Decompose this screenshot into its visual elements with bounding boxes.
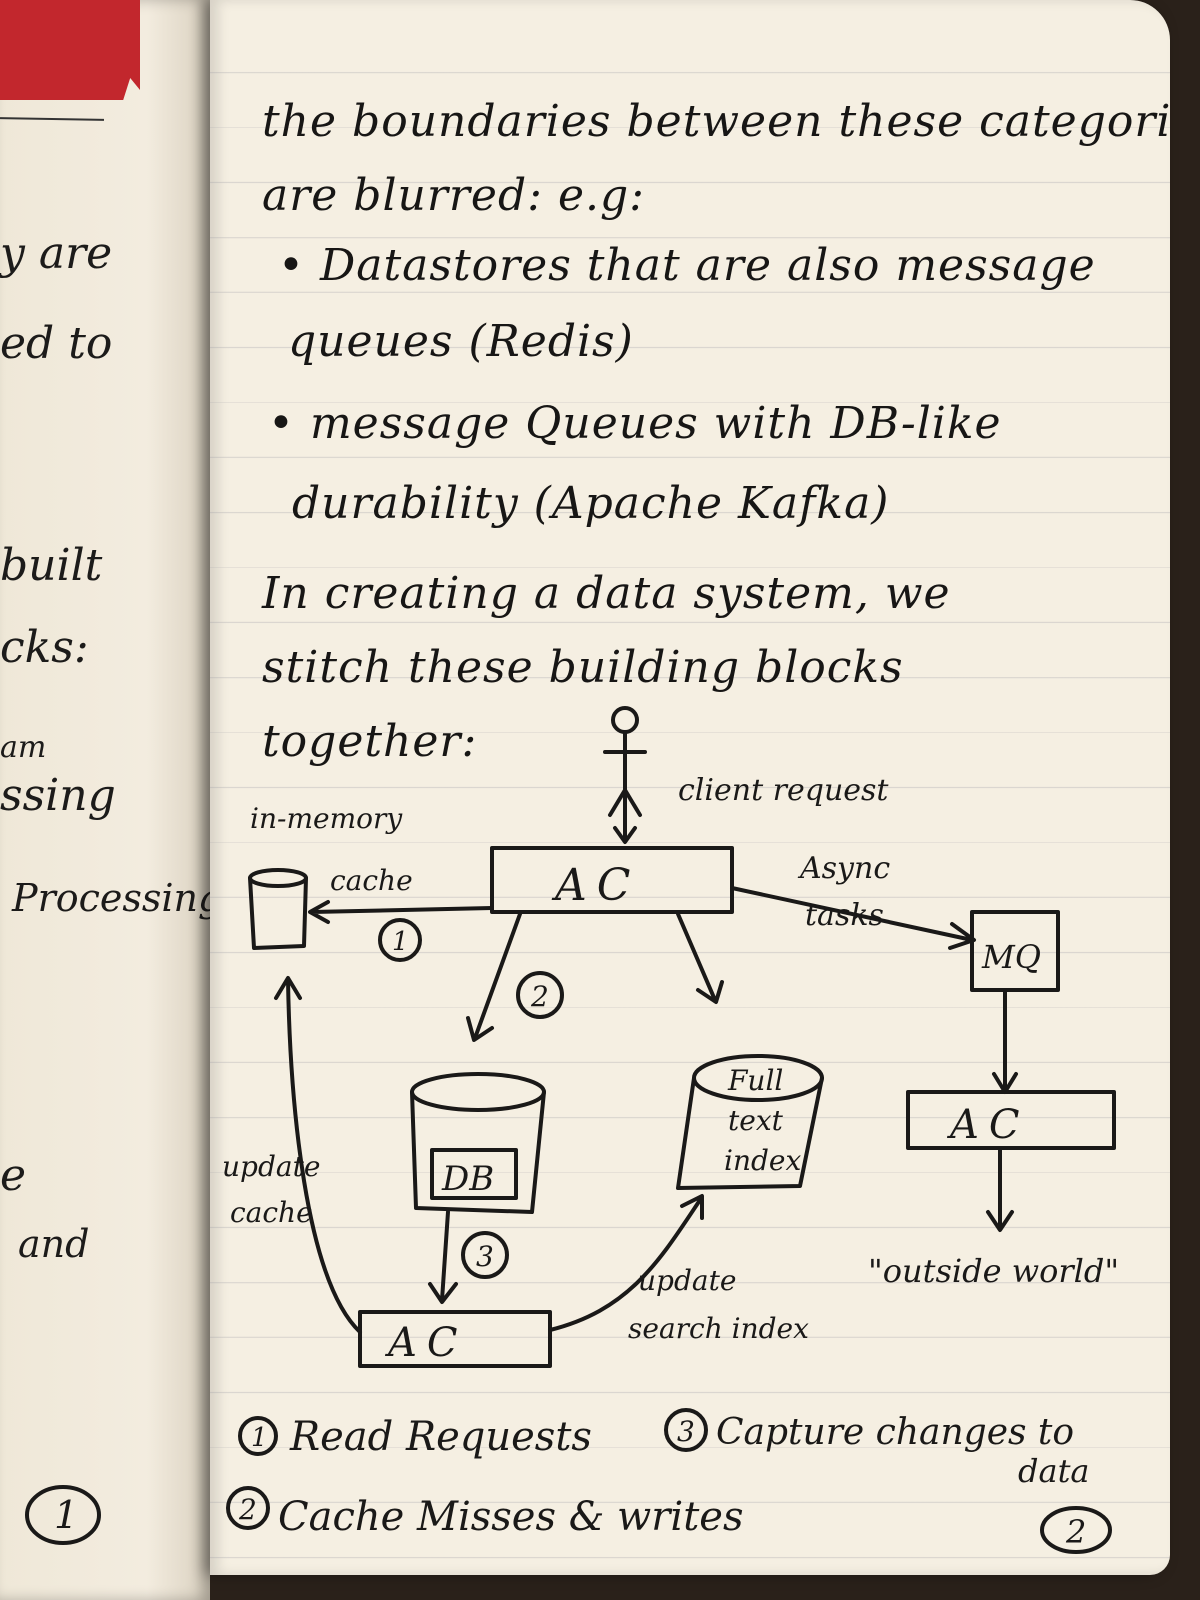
left-page-number: 1	[54, 1493, 78, 1537]
cache-miss-arrow	[466, 912, 522, 1042]
step-1-marker	[378, 918, 422, 962]
svg-text:2: 2	[530, 980, 549, 1013]
left-fragment: cks:	[0, 622, 89, 673]
capture-changes-arrow	[428, 1210, 458, 1304]
client-request-arrow	[613, 788, 637, 844]
update-cache-arrow	[274, 976, 362, 1334]
full-text-index-icon	[676, 1054, 824, 1190]
legend-1-marker	[238, 1416, 278, 1456]
ac-right-label: AC	[946, 1102, 1030, 1148]
step-3-marker	[461, 1231, 509, 1279]
intro-line: durability (Apache Kafka)	[292, 478, 890, 529]
ac-bottom-label: AC	[384, 1320, 468, 1366]
async-label-1: Async	[797, 851, 890, 886]
mq-label: MQ	[981, 938, 1041, 976]
left-page-rule	[0, 117, 105, 121]
legend-item-3a: Capture changes to	[716, 1412, 1074, 1453]
right-notebook-page: the boundaries between these categories …	[210, 0, 1170, 1575]
async-label-2: tasks	[805, 898, 884, 933]
page-number-circle	[1040, 1506, 1112, 1554]
intro-line: stitch these building blocks	[262, 642, 904, 693]
left-fragment: y are	[0, 228, 113, 279]
left-fragment: Processing	[12, 876, 210, 920]
legend-item-3b: data	[1018, 1452, 1090, 1490]
left-fragment: built	[0, 540, 103, 591]
ac-bottom-box	[358, 1310, 552, 1368]
db-label: DB	[441, 1159, 494, 1199]
svg-text:3: 3	[677, 1415, 695, 1448]
svg-text:1: 1	[392, 927, 409, 957]
ac-top-label: AC	[551, 860, 640, 911]
cache-cylinder-icon	[248, 868, 308, 950]
intro-line: together:	[262, 716, 478, 767]
left-fragment: e	[0, 1150, 27, 1201]
svg-text:3: 3	[476, 1240, 494, 1273]
client-request-label: client request	[678, 773, 889, 808]
left-fragment: am	[0, 730, 47, 765]
db-cylinder-icon	[410, 1072, 546, 1214]
step-2-marker	[516, 971, 564, 1019]
update-cache-label-1: update	[222, 1150, 320, 1183]
mq-box	[970, 910, 1060, 992]
legend-item-1: Read Requests	[289, 1414, 592, 1460]
left-fragment: ssing	[0, 770, 116, 821]
intro-line: are blurred: e.g:	[262, 170, 645, 221]
left-notebook-page: y are ed to built cks: am ssing Processi…	[0, 0, 210, 1600]
cache-label-2: cache	[330, 864, 413, 897]
svg-text:1: 1	[251, 1423, 268, 1453]
intro-line: In creating a data system, we	[262, 568, 951, 619]
left-page-number-circle: 1	[25, 1485, 101, 1545]
intro-line: queues (Redis)	[288, 316, 634, 367]
outside-world-label: "outside world"	[868, 1252, 1119, 1290]
left-fragment: ed to	[0, 318, 113, 369]
update-index-arrow	[548, 1194, 704, 1332]
mq-to-ac-arrow	[992, 990, 1018, 1094]
legend-3-marker	[664, 1408, 708, 1452]
index-arrow	[676, 912, 724, 1004]
cache-label-1: in-memory	[250, 802, 403, 835]
intro-line: • Datastores that are also message	[278, 240, 1096, 291]
architecture-diagram: client request in-memory cache AC 1 2	[222, 706, 1119, 1554]
update-index-label-2: search index	[628, 1312, 809, 1345]
update-index-label-1: update	[638, 1264, 736, 1297]
ac-right-box	[906, 1090, 1116, 1150]
outside-world-arrow	[986, 1148, 1014, 1232]
intro-line: • message Queues with DB-like	[268, 398, 1002, 449]
left-fragment: and	[18, 1222, 90, 1266]
svg-text:2: 2	[238, 1493, 257, 1526]
update-cache-label-2: cache	[230, 1196, 313, 1229]
legend-2-marker	[226, 1486, 270, 1530]
client-stick-figure	[603, 706, 647, 817]
intro-line: the boundaries between these categories	[262, 96, 1170, 147]
ac-top-box	[490, 846, 734, 914]
red-bookmark-ribbon	[0, 0, 140, 100]
fti-label-3: index	[724, 1144, 801, 1177]
fti-label-2: text	[728, 1104, 784, 1137]
page-number: 2	[1065, 1513, 1086, 1551]
legend-item-2: Cache Misses & writes	[278, 1494, 743, 1540]
read-request-arrow	[308, 900, 494, 924]
fti-label-1: Full	[727, 1064, 783, 1097]
